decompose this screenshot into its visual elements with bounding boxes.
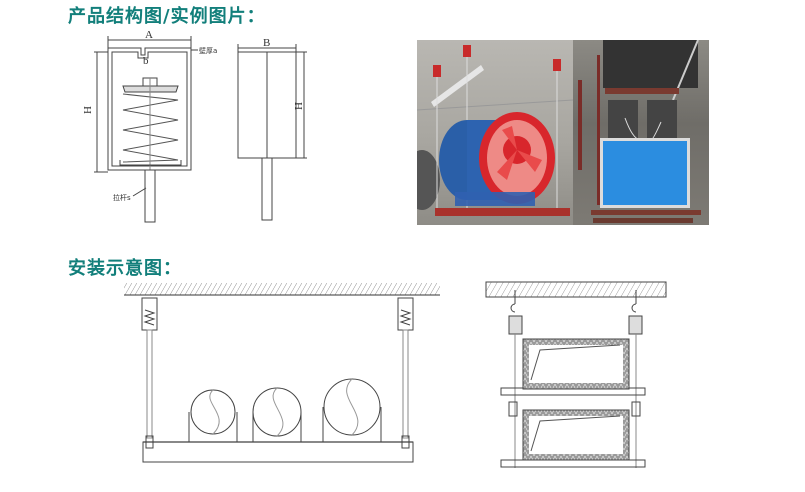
dim-b-label: B [263, 37, 270, 49]
structure-section-title: 产品结构图/实例图片： [68, 6, 266, 27]
fan-installation-photo [417, 40, 573, 225]
air-handler-installation-photo [573, 40, 709, 225]
side-dim-h-label: H [293, 102, 305, 110]
install-section-title: 安装示意图： [68, 258, 182, 279]
rectangular-duct-install-diagram [485, 281, 667, 468]
hanger-side-view-drawing: B H [237, 37, 307, 221]
wall-thickness-label: 壁厚a [199, 46, 217, 55]
dim-h-label: H [82, 106, 94, 114]
round-duct-install-diagram [124, 283, 440, 463]
dim-b-slot-label: b [143, 55, 149, 67]
dim-a-label: A [145, 29, 153, 41]
rod-label: 拉杆s [113, 193, 131, 202]
hanger-front-view-drawing: A b H 壁厚a 拉杆s [82, 29, 217, 223]
